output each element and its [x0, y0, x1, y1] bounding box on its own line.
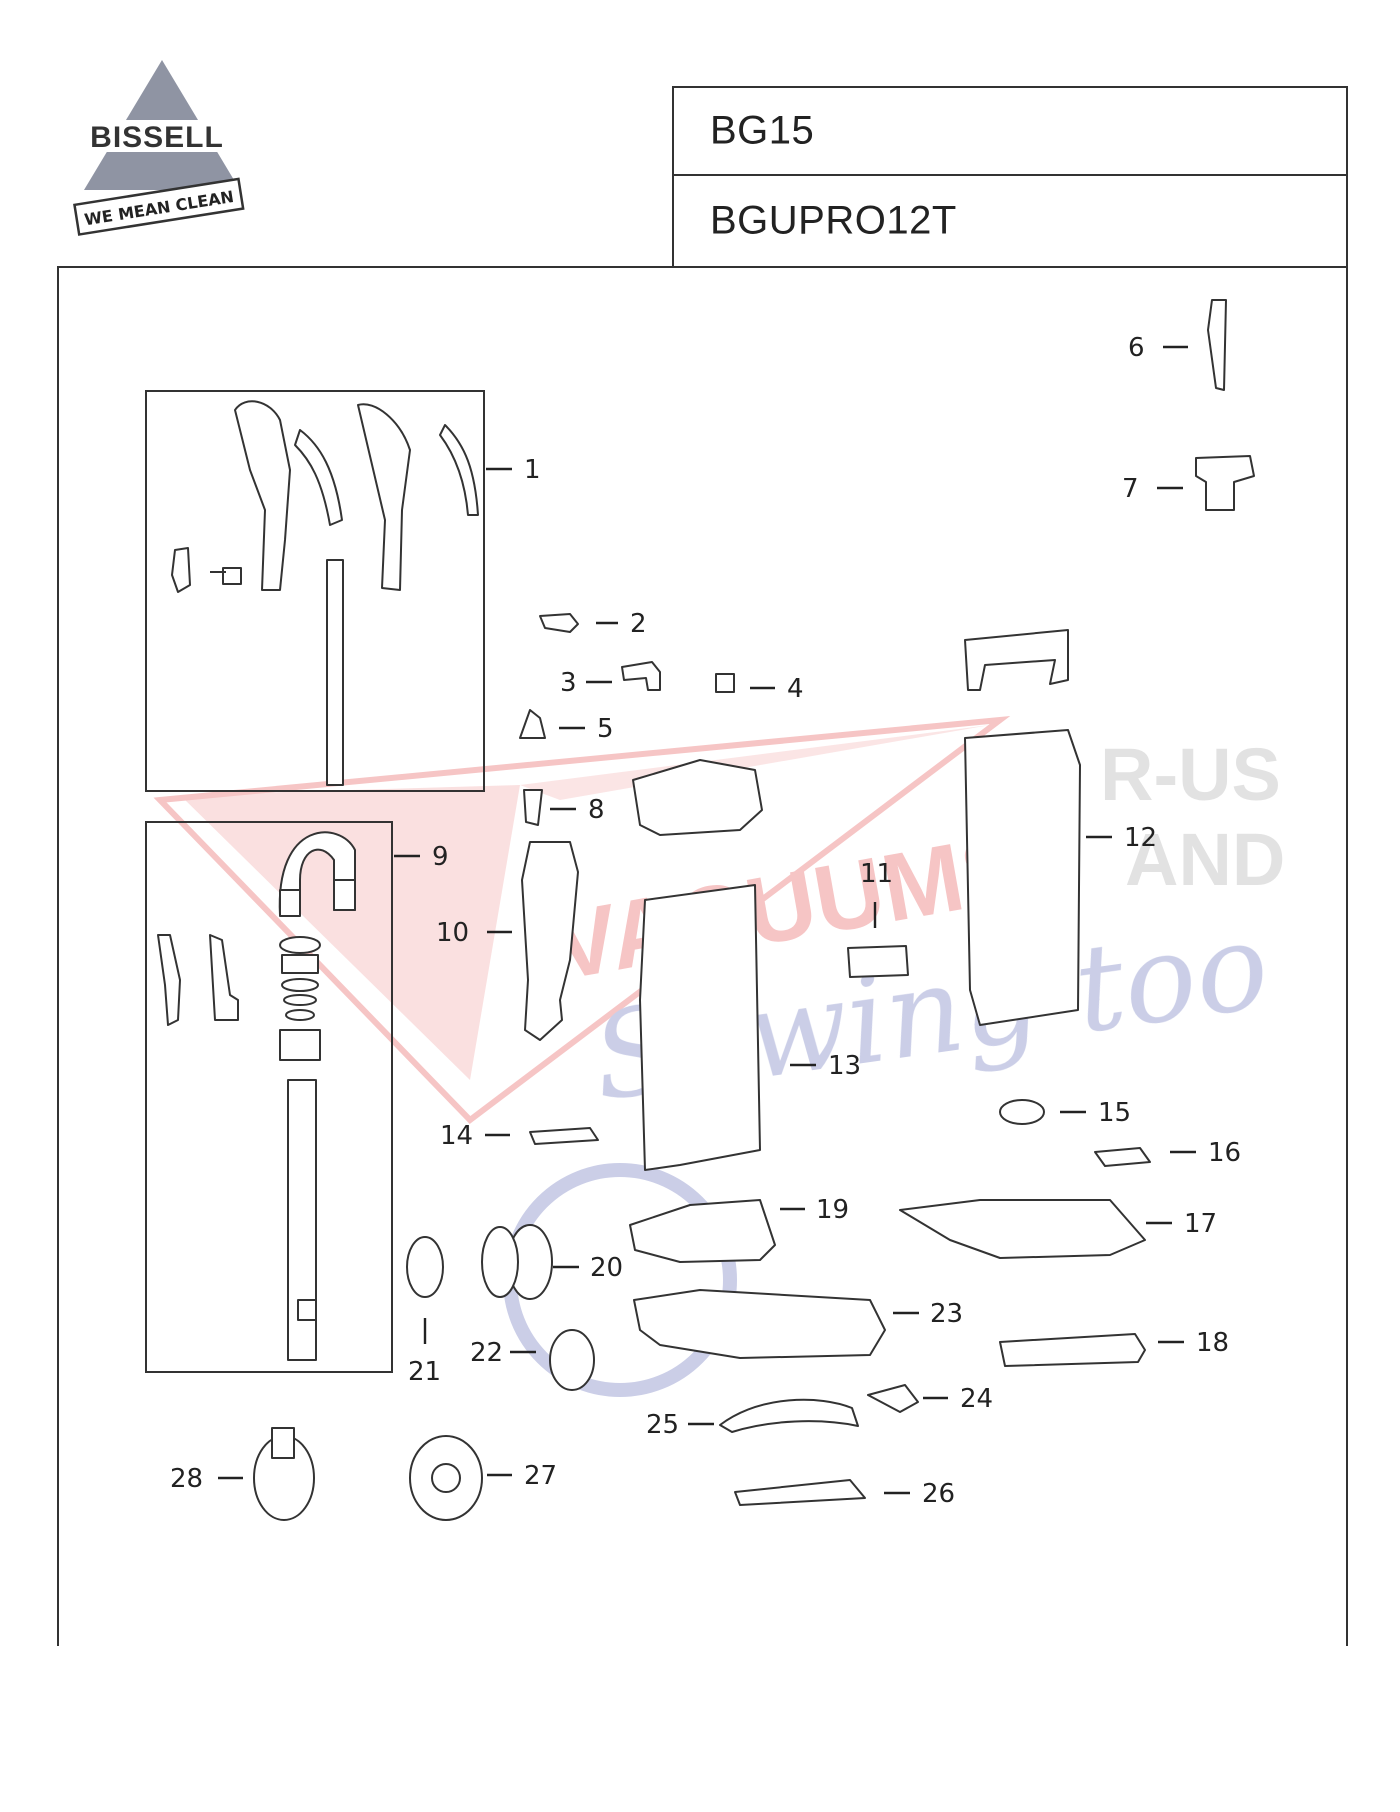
- part-20-motor: [481, 1224, 553, 1300]
- part-17-hood: [899, 1199, 1146, 1259]
- part-27-motor-cover: [409, 1435, 483, 1521]
- leader-lines: [218, 345, 1196, 1495]
- model-box: BG15: [672, 86, 1348, 176]
- callout-2: 2: [630, 609, 647, 639]
- part-7-dusting-brush: [1195, 455, 1255, 511]
- part-16-pad: [1094, 1147, 1151, 1167]
- callout-9: 9: [432, 842, 449, 872]
- callout-18: 18: [1196, 1328, 1229, 1358]
- part-1-handle: [171, 400, 479, 786]
- watermark-rus: R-US: [1100, 733, 1281, 816]
- callout-3: 3: [560, 668, 577, 698]
- part-4-button: [715, 673, 735, 693]
- part-5-release: [519, 709, 546, 739]
- callout-11: 11: [860, 859, 893, 889]
- callout-14: 14: [440, 1121, 473, 1151]
- sku-number: BGUPRO12T: [710, 198, 957, 243]
- callout-27: 27: [524, 1461, 557, 1491]
- part-19-motor-housing: [629, 1199, 776, 1263]
- watermark-and: AND: [1125, 818, 1285, 901]
- part-13-body: [639, 884, 761, 1171]
- callout-5: 5: [597, 714, 614, 744]
- callout-4: 4: [787, 674, 804, 704]
- callout-25: 25: [646, 1410, 679, 1440]
- callout-7: 7: [1122, 474, 1139, 504]
- callout-20: 20: [590, 1253, 623, 1283]
- group-box-handle: [145, 390, 485, 792]
- part-15-wheel: [999, 1099, 1045, 1125]
- bissell-logo: BISSELL WE MEAN CLEAN: [72, 60, 245, 236]
- callout-16: 16: [1208, 1138, 1241, 1168]
- part-23-base: [633, 1289, 886, 1359]
- part-2-clip: [539, 613, 579, 633]
- brand-name: BISSELL: [90, 121, 224, 154]
- part-12-handle: [964, 629, 1069, 691]
- part-6-crevice-tool: [1207, 299, 1227, 391]
- model-number: BG15: [710, 108, 815, 153]
- callout-23: 23: [930, 1299, 963, 1329]
- callout-labels: 1 2 3 4 5 6 7 8 9 10 11 12 13 14 15 16 1…: [170, 333, 1241, 1509]
- callout-26: 26: [922, 1479, 955, 1509]
- callout-15: 15: [1098, 1098, 1131, 1128]
- part-28-cyclone: [253, 1427, 315, 1521]
- callout-22: 22: [470, 1338, 503, 1368]
- callout-17: 17: [1184, 1209, 1217, 1239]
- callout-24: 24: [960, 1384, 993, 1414]
- part-3-latch: [621, 661, 661, 691]
- part-18-bumper: [999, 1333, 1146, 1367]
- callout-6: 6: [1128, 333, 1145, 363]
- part-12-dust-cup: [964, 729, 1081, 1026]
- part-10-cord-wrap: [521, 841, 579, 1041]
- callout-10: 10: [436, 918, 469, 948]
- sku-box: BGUPRO12T: [672, 174, 1348, 268]
- part-21-gasket: [406, 1236, 444, 1298]
- callout-1: 1: [524, 455, 541, 485]
- part-22-fan: [549, 1329, 595, 1391]
- part-8-pedal: [523, 789, 543, 826]
- callout-19: 19: [816, 1195, 849, 1225]
- part-9-hose: [157, 831, 356, 1361]
- callout-13: 13: [828, 1051, 861, 1081]
- group-box-hose: [145, 821, 393, 1373]
- part-24-belt: [867, 1384, 919, 1413]
- part-26-bottom-plate: [734, 1479, 866, 1506]
- part-25-brushroll: [719, 1398, 859, 1433]
- part-14-latch: [529, 1127, 599, 1145]
- callout-8: 8: [588, 795, 605, 825]
- part-11-filter: [847, 945, 909, 978]
- diagram-frame: [57, 266, 1348, 1646]
- callout-21: 21: [408, 1357, 441, 1387]
- callout-28: 28: [170, 1464, 203, 1494]
- callout-12: 12: [1124, 823, 1157, 853]
